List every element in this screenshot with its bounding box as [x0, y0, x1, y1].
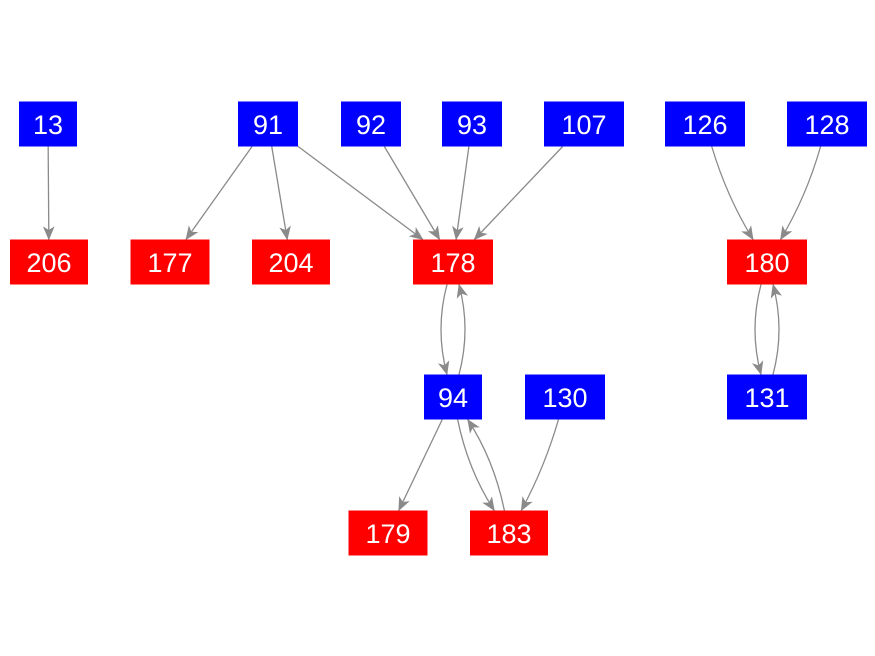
node-box-177 [130, 239, 210, 285]
node-box-206 [10, 239, 88, 285]
graph-node-13: 13 [19, 101, 77, 147]
node-box-131 [727, 374, 807, 420]
graph-node-177: 177 [130, 239, 210, 285]
graph-node-204: 204 [252, 239, 330, 285]
node-box-130 [525, 374, 605, 420]
edge-180-to-131 [751, 284, 764, 376]
node-box-13 [19, 101, 77, 147]
node-box-204 [252, 239, 330, 285]
node-box-128 [787, 101, 867, 147]
node-box-93 [442, 101, 502, 147]
graph-node-107: 107 [544, 101, 624, 147]
edge-126-to-180 [711, 146, 754, 241]
node-box-180 [727, 239, 807, 285]
graph-node-93: 93 [442, 101, 502, 147]
edge-91-to-204 [271, 146, 291, 241]
graph-node-178: 178 [413, 239, 493, 285]
node-box-126 [665, 101, 745, 147]
node-layer: 13 91 92 93 107 126 128 206 177 204 178 180 94 130 131… [10, 101, 867, 556]
graph-node-183: 183 [470, 510, 548, 556]
edge-178-to-94 [437, 284, 450, 376]
edge-93-to-178 [452, 146, 470, 241]
edge-131-to-180 [770, 283, 783, 375]
node-box-107 [544, 101, 624, 147]
node-box-183 [470, 510, 548, 556]
node-box-94 [424, 374, 482, 420]
graph-node-128: 128 [787, 101, 867, 147]
graph-node-126: 126 [665, 101, 745, 147]
graph-node-91: 91 [238, 101, 298, 147]
edge-91-to-177 [185, 146, 253, 241]
node-box-91 [238, 101, 298, 147]
edge-13-to-206 [42, 146, 55, 241]
edge-183-to-94 [467, 418, 506, 511]
graph-node-94: 94 [424, 374, 482, 420]
graph-node-179: 179 [348, 510, 428, 556]
node-box-92 [341, 101, 401, 147]
graph-node-180: 180 [727, 239, 807, 285]
edge-94-to-178 [456, 283, 469, 375]
node-box-179 [348, 510, 428, 556]
edge-107-to-178 [473, 146, 564, 241]
edge-91-to-178 [297, 145, 424, 241]
node-box-178 [413, 239, 493, 285]
edge-layer [42, 145, 822, 512]
edge-94-to-179 [398, 419, 443, 512]
edge-128-to-180 [779, 146, 822, 241]
edge-94-to-183 [456, 419, 495, 512]
edge-92-to-178 [383, 146, 441, 241]
graph-node-130: 130 [525, 374, 605, 420]
graph-node-206: 206 [10, 239, 88, 285]
graph-node-92: 92 [341, 101, 401, 147]
graph-node-131: 131 [727, 374, 807, 420]
edge-130-to-183 [520, 419, 560, 512]
